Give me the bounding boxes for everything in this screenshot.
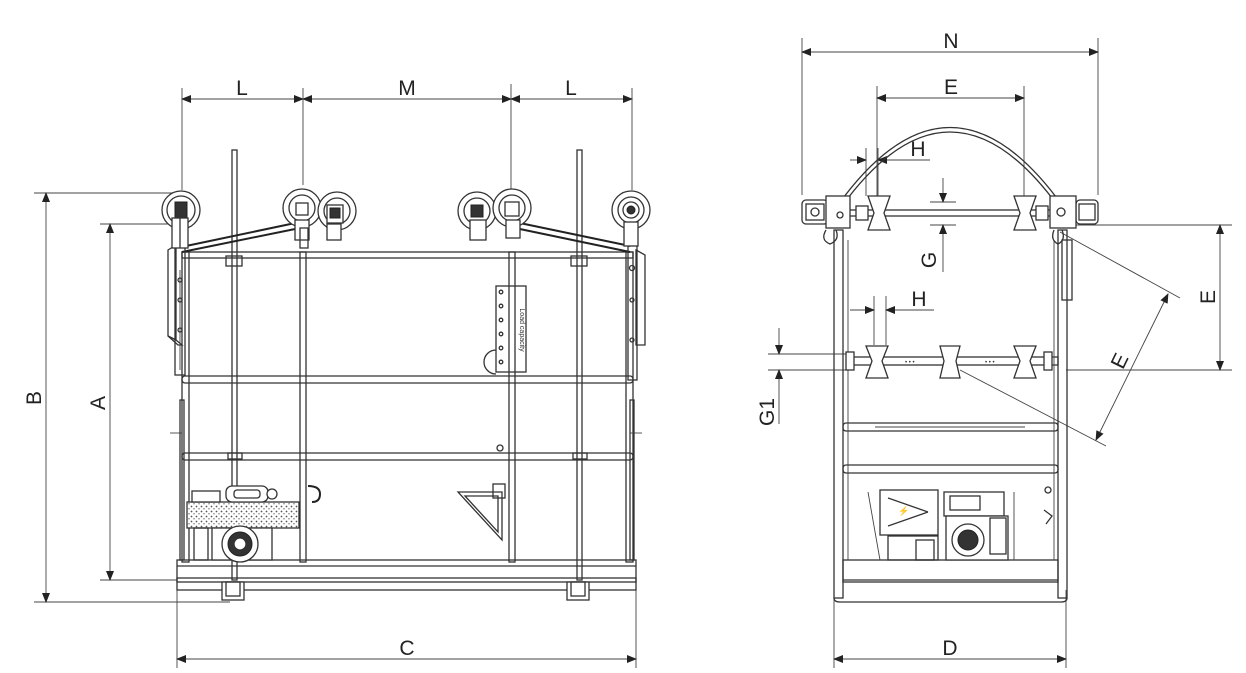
dimension-H-mid: H	[850, 288, 934, 345]
wheel-left-inner-pair	[282, 188, 357, 249]
dim-label-G: G	[918, 252, 941, 268]
load-placard: Load capacity	[483, 285, 527, 452]
svg-text:• • •: • • •	[985, 360, 995, 366]
dimension-G1: G1	[756, 328, 850, 426]
dim-label-M: M	[398, 77, 416, 100]
dim-label-B: B	[23, 391, 46, 405]
dimension-E-diag: E	[959, 231, 1181, 447]
side-lower-rollers	[845, 345, 1053, 379]
hook-and-tool-holder	[307, 483, 506, 542]
dimension-C: C	[176, 590, 637, 668]
dimension-A: A	[87, 223, 180, 581]
dimension-B: B	[23, 192, 230, 603]
dimension-E-right: E	[1066, 224, 1232, 371]
side-top-rollers	[855, 195, 1049, 231]
dim-label-E-right: E	[1197, 290, 1220, 304]
dim-label-L-left: L	[236, 77, 248, 100]
dimension-top-front: L M L	[181, 77, 633, 200]
dimension-N: N	[801, 30, 1099, 195]
wheel-right-outer	[611, 190, 651, 247]
dim-label-H-top: H	[910, 138, 925, 161]
dimension-D: D	[833, 590, 1067, 668]
side-generator: ⚡	[867, 486, 1053, 561]
right-side-bracket	[627, 244, 646, 561]
dim-label-G1: G1	[756, 398, 779, 426]
side-view: N E H G	[756, 30, 1232, 668]
placard-text: Load capacity	[518, 308, 525, 352]
dim-label-L-right: L	[565, 77, 577, 100]
dimension-H-top: H	[850, 138, 930, 196]
dim-label-H-mid: H	[911, 288, 926, 311]
front-view: L M L B A C	[23, 77, 651, 668]
dimension-E-top: E	[876, 76, 1025, 200]
wheel-right-inner-pair	[457, 188, 532, 241]
wheel-left-outer	[161, 190, 201, 249]
dim-label-E-top: E	[944, 76, 958, 99]
front-cage-frame	[176, 149, 637, 601]
side-cage-frame: • • • • • •	[833, 127, 1068, 603]
dimension-G: G	[918, 178, 956, 272]
dim-label-D: D	[942, 637, 957, 660]
dim-label-N: N	[943, 30, 958, 53]
dim-label-C: C	[399, 637, 414, 660]
dim-label-A: A	[87, 396, 110, 410]
svg-text:• • •: • • •	[905, 360, 915, 366]
side-left-clamp	[801, 195, 851, 245]
svg-text:⚡: ⚡	[898, 505, 909, 517]
dim-label-E-diag: E	[1107, 350, 1134, 373]
front-generator	[186, 485, 300, 563]
side-right-clamp	[1049, 195, 1099, 301]
